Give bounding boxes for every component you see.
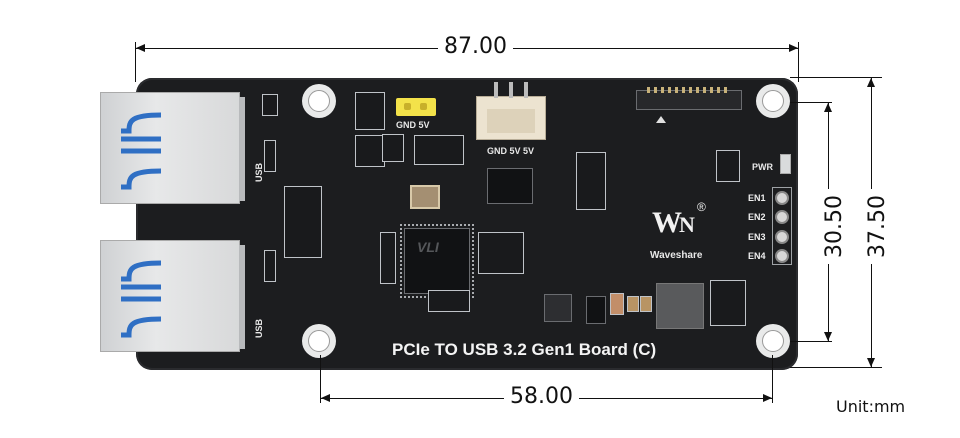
usb-port-bottom (100, 240, 245, 352)
usb-port-top (100, 92, 245, 204)
usb3-insert-icon (121, 112, 162, 190)
dim-holes-v-ext-top (790, 102, 832, 103)
waveshare-logo-icon: WN (652, 206, 695, 239)
dim-height-label: 37.50 (864, 189, 890, 264)
connector-label: GND 5V 5V (487, 146, 535, 156)
dim-holes-h-ext-right (772, 355, 773, 403)
en1-label: EN1 (748, 193, 766, 203)
board-title: PCIe TO USB 3.2 Gen1 Board (C) (392, 340, 657, 359)
en4-pin (775, 249, 789, 263)
arrow-down-icon (867, 358, 875, 367)
dim-width-label: 87.00 (438, 34, 513, 59)
dim-holes-vertical-label: 30.50 (821, 189, 847, 264)
usb3-insert-icon (121, 260, 162, 338)
vli-controller-chip: VLI (400, 224, 474, 298)
dim-height-ext-bottom (790, 367, 882, 368)
mount-hole-bottom-left (302, 324, 336, 358)
usb-label-top: USB (254, 162, 264, 182)
enable-header (772, 187, 792, 265)
arrow-up-icon (867, 78, 875, 87)
dim-holes-horizontal-label: 58.00 (504, 384, 579, 409)
pwr-led-label: PWR (752, 162, 773, 172)
dim-width-ext-right (798, 42, 799, 82)
power-connector (476, 96, 546, 140)
arrow-down-icon (824, 332, 832, 341)
en2-label: EN2 (748, 212, 766, 222)
arrow-left-icon (321, 394, 330, 402)
en3-pin (775, 230, 789, 244)
regulator-chip (544, 294, 572, 322)
mount-hole-bottom-right (756, 324, 790, 358)
small-ic (586, 296, 606, 324)
unit-label: Unit:mm (836, 397, 906, 416)
inductor (656, 283, 704, 329)
arrow-right-icon (789, 44, 798, 52)
dim-height-ext-top (790, 77, 882, 78)
chip-marking: VLI (417, 239, 439, 255)
usb-label-bottom: USB (254, 318, 264, 338)
arrow-up-icon (824, 103, 832, 112)
fpc-connector (636, 87, 742, 110)
dim-width-ext-left (135, 42, 136, 82)
brand-label: Waveshare (650, 250, 703, 261)
jumper-header (396, 98, 436, 116)
jumper-label: GND 5V (396, 120, 430, 130)
mount-hole-top-right (756, 84, 790, 118)
arrow-right-icon (763, 394, 772, 402)
en1-pin (775, 191, 789, 205)
power-led (780, 154, 791, 174)
crystal (410, 185, 440, 209)
dim-holes-v-ext-bottom (790, 341, 832, 342)
pin1-marker-icon (656, 116, 666, 123)
dim-holes-h-ext-left (320, 355, 321, 403)
en4-label: EN4 (748, 251, 766, 261)
en2-pin (775, 210, 789, 224)
eeprom-chip (487, 168, 533, 204)
registered-mark: ® (697, 200, 706, 214)
en3-label: EN3 (748, 232, 766, 242)
arrow-left-icon (136, 44, 145, 52)
mount-hole-top-left (302, 84, 336, 118)
